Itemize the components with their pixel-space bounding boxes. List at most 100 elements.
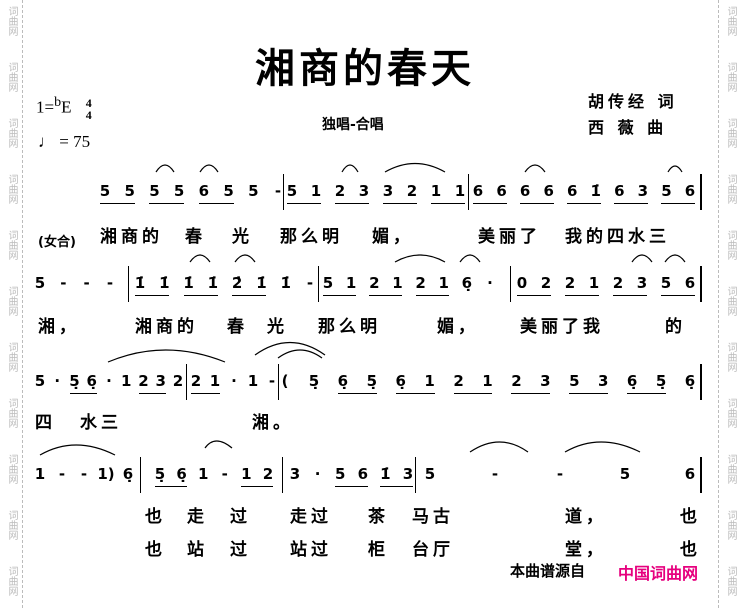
note: 6̣ (122, 465, 134, 483)
note: 2 (453, 372, 464, 390)
lyric-segment: 过 (230, 507, 251, 527)
note: 6̣ (461, 274, 473, 292)
watermark-text: 词曲网 (725, 230, 736, 260)
note: 2 (415, 274, 426, 292)
watermark-text: 词曲网 (6, 566, 17, 596)
note: 1̇ (280, 274, 291, 292)
note: - (274, 182, 282, 200)
beam-underline (614, 203, 648, 204)
beam-underline (383, 203, 417, 204)
note: 6̣ (626, 372, 638, 390)
beam-underline (198, 203, 234, 204)
note: 5 (661, 182, 672, 200)
note: 1̇ (207, 274, 219, 292)
watermark-text: 词曲网 (725, 286, 736, 316)
lyricist-credit: 胡传经 词 (588, 92, 678, 111)
note: 1 (345, 274, 357, 292)
beam-underline (191, 393, 220, 394)
note: 1 (241, 465, 252, 483)
note: · (106, 372, 112, 390)
bar-line (140, 457, 141, 493)
lyric-segment: 我的四水三 (565, 227, 670, 247)
note: 3 (289, 465, 301, 483)
lyric-segment: 道， (565, 507, 607, 527)
lyric-segment: 也 (145, 540, 166, 560)
note: 5̣ (366, 372, 377, 390)
lyric-segment: 美丽了 (478, 227, 541, 247)
lyric-segment: 四 (35, 413, 56, 433)
note: 6 (472, 182, 484, 200)
note: 6 (357, 465, 369, 483)
composer-credit: 西 薇 曲 (588, 118, 668, 137)
beam-underline (232, 295, 267, 296)
note: 5 (223, 182, 234, 200)
watermark-text: 词曲网 (725, 342, 736, 372)
beam-underline (613, 295, 647, 296)
note: - (106, 274, 114, 292)
note: - (58, 465, 66, 483)
bar-line (510, 266, 511, 302)
lyric-segment: 也 (680, 507, 701, 527)
note: 6 (543, 182, 554, 200)
watermark-text: 词曲网 (6, 398, 17, 428)
note: 1 (209, 372, 221, 390)
bar-line (468, 174, 469, 210)
watermark-text: 词曲网 (725, 566, 736, 596)
note: 1 (197, 465, 209, 483)
performance-type: 独唱-合唱 (322, 117, 384, 133)
note: 1 (121, 372, 132, 390)
tempo-mark: ♩ = 75 (38, 132, 90, 152)
note: 5 (286, 182, 298, 200)
note: 6̣ (176, 465, 187, 483)
beam-underline (627, 393, 667, 394)
note: · (231, 372, 237, 390)
note: 1 (424, 372, 435, 390)
note: 5̣ (655, 372, 667, 390)
note: - (60, 274, 67, 292)
note: 5 (149, 182, 160, 200)
note: 1) (97, 465, 115, 483)
note: 6̣ (337, 372, 349, 390)
note: 5̣ (308, 372, 320, 390)
note: 1 (247, 372, 259, 390)
bar-line (283, 174, 284, 210)
note: 1̇ (256, 274, 267, 292)
quarter-note-icon: ♩ (38, 132, 55, 151)
beam-underline (431, 203, 465, 204)
bar-line (700, 364, 702, 400)
right-margin-watermark: 词曲网词曲网词曲网词曲网词曲网词曲网词曲网词曲网词曲网词曲网词曲网 (718, 0, 741, 608)
note: 1 (34, 465, 46, 483)
beam-underline (395, 393, 435, 394)
lyric-segment: 美丽了我 (520, 317, 604, 337)
lyric-segment: 堂， (565, 540, 607, 560)
lyric-segment: 走 (187, 507, 208, 527)
beam-underline (511, 393, 551, 394)
lyric-segment: 湘。 (252, 413, 294, 433)
beam-underline (69, 393, 97, 394)
bar-line (318, 266, 319, 302)
watermark-text: 词曲网 (6, 230, 17, 260)
beam-underline (183, 295, 218, 296)
source-site-link[interactable]: 中国词曲网 (618, 564, 699, 583)
note: 1̇ (134, 274, 146, 292)
note: 5 (424, 465, 436, 483)
lyric-segment: 走过 (290, 507, 332, 527)
lyric-segment: 媚， (437, 317, 479, 337)
bar-line (415, 457, 416, 493)
lyric-segment: 湘， (38, 317, 80, 337)
note: 1 (430, 182, 442, 200)
note: 1 (438, 274, 449, 292)
time-bottom: 4 (85, 107, 92, 122)
watermark-text: 词曲网 (6, 286, 17, 316)
note: 5 (248, 182, 259, 200)
note: 5 (322, 274, 334, 292)
bar-line (700, 266, 702, 302)
note: 1̇ (590, 182, 601, 200)
note: 2̇ (231, 274, 243, 292)
watermark-text: 词曲网 (725, 174, 736, 204)
note: 3 (540, 372, 551, 390)
note: 6 (567, 182, 578, 200)
